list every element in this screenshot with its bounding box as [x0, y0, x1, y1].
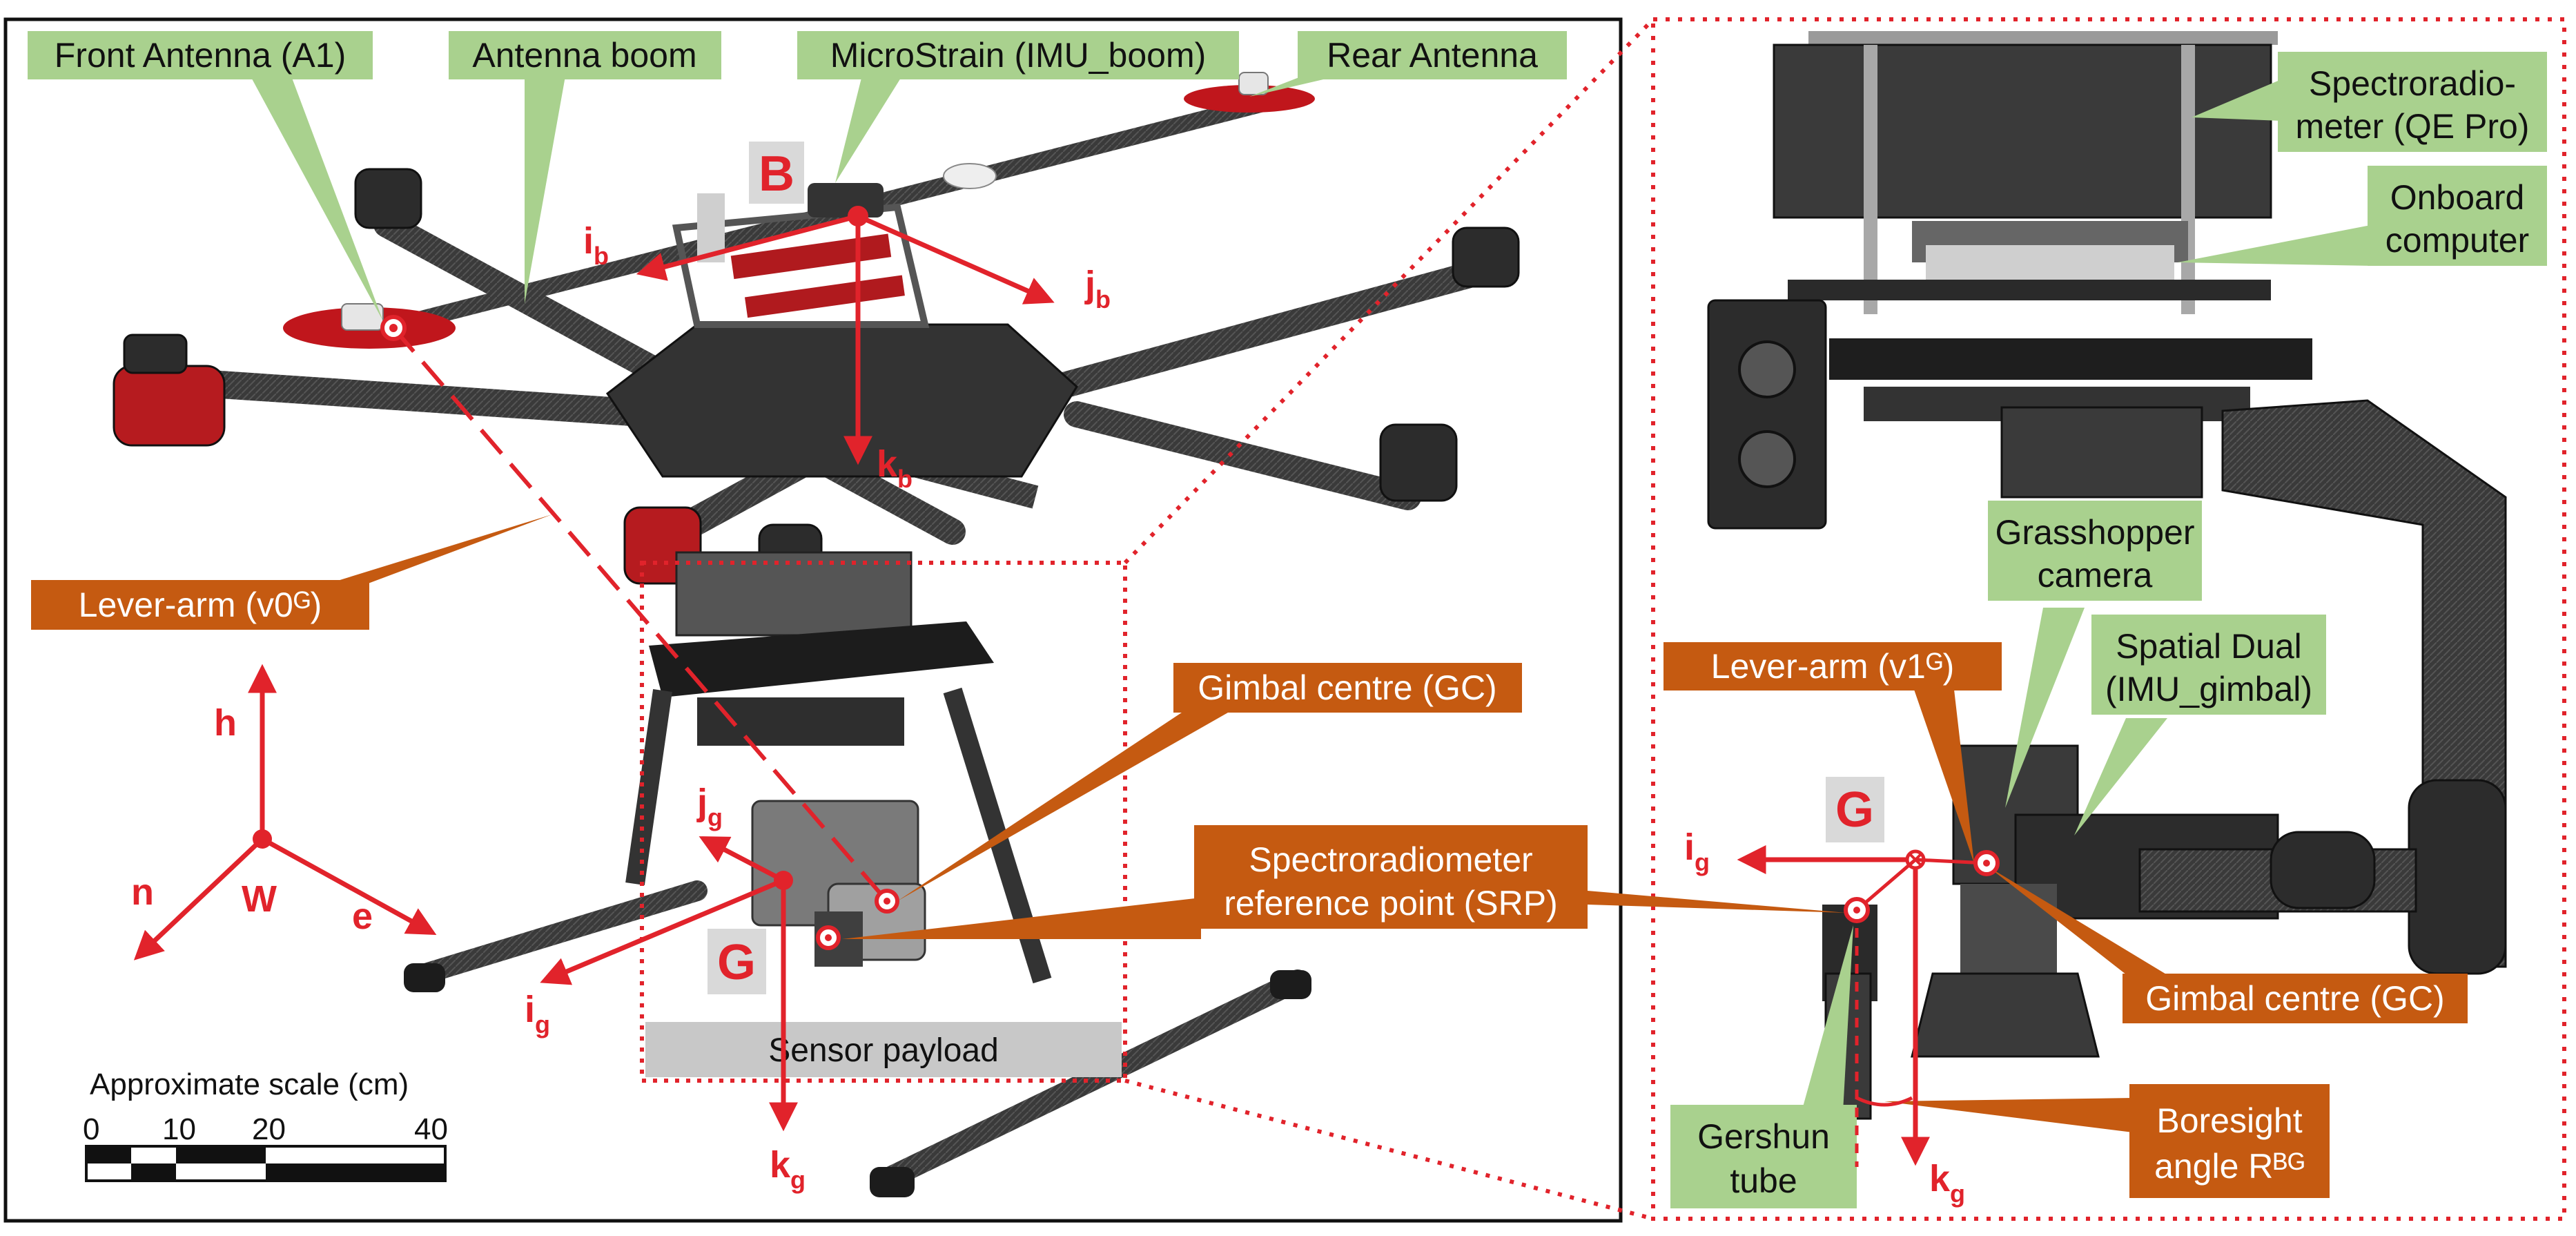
- callout-srp-left: Spectroradiometer reference point (SRP): [842, 825, 1588, 939]
- sensor-payload-label: Sensor payload: [768, 1032, 999, 1069]
- onboard-label-line1: Onboard: [2390, 178, 2525, 217]
- lever-arm-line: [391, 327, 889, 902]
- onboard-label-line2: computer: [2385, 221, 2529, 260]
- world-frame: h n e W: [131, 664, 437, 960]
- front-antenna-label: Front Antenna (A1): [55, 36, 346, 75]
- callout-lever-arm-v0: Lever-arm (v0ᴳ): [31, 514, 552, 630]
- antenna-boom-label: Antenna boom: [472, 36, 696, 75]
- n-label: n: [131, 871, 154, 913]
- lever-arm-v0-label: Lever-arm (v0ᴳ): [79, 586, 322, 624]
- spatial-label-line1: Spatial Dual: [2116, 627, 2302, 666]
- callout-gimbal-centre-right: Gimbal centre (GC): [1988, 867, 2468, 1023]
- zoom-line-top: [1123, 17, 1655, 565]
- gimbal-frame-letter-right-bg: [1826, 777, 1884, 842]
- scale-tick-0: 0: [83, 1112, 99, 1146]
- grasshopper-label-line1: Grasshopper: [1995, 513, 2194, 552]
- callout-front-antenna: Front Antenna (A1): [28, 31, 383, 321]
- body-frame-letter: B: [759, 146, 794, 202]
- grasshopper-label-line2: camera: [2038, 556, 2153, 595]
- callout-gimbal-centre-left: Gimbal centre (GC): [897, 663, 1522, 901]
- ib-axis: [636, 213, 859, 281]
- callout-antenna-boom: Antenna boom: [449, 31, 721, 304]
- gershun-label-line1: Gershun: [1697, 1117, 1830, 1156]
- callout-boresight: Boresight angle Rᴮᴳ: [1884, 1084, 2330, 1198]
- n-axis: [133, 837, 264, 960]
- h-label: h: [214, 702, 237, 744]
- boresight-label-line2: angle Rᴮᴳ: [2154, 1147, 2305, 1186]
- srp-left-label-line2: reference point (SRP): [1224, 884, 1558, 923]
- spectro-label-line1: Spectroradio-: [2309, 64, 2516, 103]
- rear-antenna-label: Rear Antenna: [1327, 36, 1538, 75]
- callout-lever-arm-v1: Lever-arm (v1ᴳ): [1663, 642, 2002, 863]
- boresight-label-line1: Boresight: [2156, 1101, 2302, 1140]
- callout-onboard-computer: Onboard computer: [2178, 166, 2547, 266]
- callout-microstrain: MicroStrain (IMU_boom): [797, 31, 1239, 183]
- scale-title: Approximate scale (cm): [90, 1068, 409, 1101]
- gimbal-centre-left-label: Gimbal centre (GC): [1198, 668, 1496, 707]
- sensor-payload-label-bg: [645, 1022, 1122, 1077]
- gimbal-frame-left: G jg ig kg: [525, 782, 899, 1194]
- callout-rear-antenna: Rear Antenna: [1249, 31, 1567, 97]
- body-frame-letter-bg: [749, 142, 804, 204]
- e-label: e: [352, 896, 373, 937]
- microstrain-label: MicroStrain (IMU_boom): [830, 36, 1207, 75]
- callout-spectroradiometer: Spectroradio- meter (QE Pro): [2192, 52, 2547, 152]
- ig-label-right: ig: [1684, 827, 1710, 876]
- left-panel: Sensor payload Front Antenna (A1) Antenn…: [3, 17, 1623, 1223]
- scale-tick-40: 40: [414, 1112, 448, 1146]
- srp-left-label-line1: Spectroradiometer: [1249, 840, 1532, 879]
- lever-arm-v1-label: Lever-arm (v1ᴳ): [1711, 647, 1955, 686]
- callout-spatial-dual: Spatial Dual (IMU_gimbal): [2074, 615, 2326, 836]
- sensor-payload-box: [640, 561, 1127, 1083]
- gimbal-centre-right-label: Gimbal centre (GC): [2145, 979, 2444, 1018]
- scale-tick-20: 20: [252, 1112, 286, 1146]
- scale-bar: Approximate scale (cm) 0 10 20 40: [83, 1068, 448, 1182]
- e-axis: [261, 836, 437, 936]
- body-origin: [848, 206, 868, 226]
- ig-label: ig: [525, 989, 550, 1039]
- spatial-label-line2: (IMU_gimbal): [2105, 670, 2312, 708]
- gershun-label-line2: tube: [1730, 1161, 1797, 1200]
- right-panel: Spectroradio- meter (QE Pro) Onboard com…: [1588, 17, 2566, 1221]
- scale-tick-10: 10: [162, 1112, 196, 1146]
- kg-label-right: kg: [1929, 1158, 1965, 1208]
- callout-gershun-tube: Gershun tube: [1670, 925, 1857, 1208]
- ib-label: ib: [583, 220, 609, 270]
- kb-label: kb: [877, 443, 913, 493]
- kg-label: kg: [770, 1144, 806, 1194]
- gimbal-frame-letter-left: G: [717, 935, 756, 990]
- gimbal-frame-letter-right: G: [1835, 782, 1874, 838]
- payload-illustration: [1707, 31, 2507, 1120]
- gimbal-origin: [774, 871, 793, 890]
- gimbal-frame-letter-bg: [708, 929, 766, 994]
- body-frame: B ib jb kb: [583, 142, 1111, 493]
- jg-axis: [699, 836, 785, 883]
- srp-leader-right: [1588, 891, 1846, 913]
- jb-label: jb: [1084, 264, 1111, 313]
- jb-axis: [857, 213, 1055, 305]
- ig-axis: [540, 878, 785, 985]
- world-frame-letter: W: [242, 878, 277, 920]
- world-origin: [253, 829, 272, 849]
- gimbal-frame-right: G ig kg: [1684, 777, 2000, 1208]
- front-antenna-marker: [380, 315, 407, 341]
- callout-grasshopper: Grasshopper camera: [1988, 501, 2202, 808]
- boresight-arc: [1855, 1096, 1913, 1107]
- spectro-label-line2: meter (QE Pro): [2296, 107, 2530, 146]
- jg-label: jg: [696, 782, 723, 831]
- zoom-line-bottom: [1124, 1079, 1654, 1221]
